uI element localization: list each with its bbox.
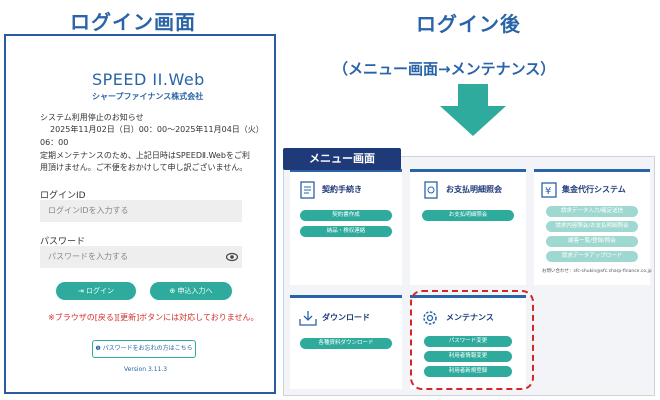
login-id-input[interactable]: ログインIDを入力する <box>40 200 242 222</box>
customer-list-button[interactable]: 顧客一覧/登録/照会 <box>546 236 638 247</box>
login-screen-heading: ログイン画面 <box>70 10 196 34</box>
apply-button-label: 申込入力へ <box>177 287 213 295</box>
collection-card-title: 集金代行システム <box>562 185 626 194</box>
notice-title: システム利用停止のお知らせ <box>40 113 144 122</box>
eye-icon[interactable] <box>226 251 238 263</box>
payment-card: お支払明細照会 お支払明細照会 <box>410 169 526 285</box>
forgot-password-button[interactable]: ❶ パスワードをお忘れの方はこちら <box>92 340 196 358</box>
version-text: Version 3.11.3 <box>124 366 168 373</box>
company-name: シャープファイナンス株式会社 <box>92 92 204 101</box>
password-change-button[interactable]: パスワード変更 <box>424 336 512 347</box>
login-button[interactable]: ⇥ ログイン <box>56 282 136 300</box>
contract-card-title: 契約手続き <box>322 185 362 194</box>
download-card-title: ダウンロード <box>322 313 370 322</box>
password-input[interactable]: パスワードを入力する <box>40 246 242 268</box>
svg-text:¥: ¥ <box>545 186 551 197</box>
maintenance-card: メンテナンス パスワード変更 利用者情報変更 利用者新規登録 <box>410 295 526 389</box>
browser-warning: ※ブラウザの[戻る][更新]ボタンには対応しておりません。 <box>48 313 259 322</box>
contract-create-button[interactable]: 契約書作成 <box>300 210 392 221</box>
speed-web-logo: SPEED II.Web <box>92 70 205 89</box>
download-card: ダウンロード 各種資料ダウンロード <box>290 295 402 389</box>
contract-document-icon <box>300 181 315 199</box>
collection-card: ¥ 集金代行システム 請求データ入力/確定送信 請求内容照会/お支払明細照会 顧… <box>534 169 652 285</box>
payment-statement-icon <box>424 181 438 199</box>
collection-yen-icon: ¥ <box>541 182 557 198</box>
forgot-password-label: パスワードをお忘れの方はこちら <box>102 345 193 352</box>
notice-body: 定期メンテナンスのため、上記日時はSPEEDⅡ.Webをご利用頂けません。ご不便… <box>40 151 250 172</box>
after-login-heading: ログイン後 <box>416 12 521 36</box>
login-button-label: ログイン <box>86 287 115 295</box>
billing-inquiry-button[interactable]: 請求内容照会/お支払明細照会 <box>546 221 638 232</box>
login-arrow-icon: ⇥ <box>77 287 87 295</box>
maintenance-card-title: メンテナンス <box>446 313 494 322</box>
payment-card-title: お支払明細照会 <box>446 185 502 194</box>
delivery-inspection-button[interactable]: 納品・検収連絡 <box>300 226 392 237</box>
apply-input-button[interactable]: ⊕ 申込入力へ <box>150 282 232 300</box>
billing-upload-button[interactable]: 請求データアップロード <box>546 251 638 262</box>
notice-date: 2025年11月02日（日）00：00～2025年11月04日（火） <box>50 125 264 134</box>
apply-arrow-icon: ⊕ <box>169 287 178 295</box>
contract-card: 契約手続き 契約書作成 納品・検収連絡 <box>290 169 402 285</box>
after-login-subheading: （メニュー画面→メンテナンス） <box>333 60 556 78</box>
billing-data-entry-button[interactable]: 請求データ入力/確定送信 <box>546 206 638 217</box>
user-info-change-button[interactable]: 利用者情報変更 <box>424 351 512 362</box>
info-icon: ❶ <box>95 345 103 352</box>
payment-statement-button[interactable]: お支払明細照会 <box>422 210 514 221</box>
notice-time: 06：00 <box>40 138 69 147</box>
maintenance-highlight-frame <box>410 290 534 390</box>
download-tray-icon <box>299 311 317 326</box>
maintenance-gear-icon <box>423 311 437 325</box>
password-label: パスワード <box>40 237 86 247</box>
login-id-label: ログインID <box>40 191 86 201</box>
down-arrow-icon <box>440 84 506 136</box>
menu-screen-badge: メニュー画面 <box>283 148 401 170</box>
user-register-button[interactable]: 利用者新規登録 <box>424 366 512 377</box>
login-panel: SPEED II.Web シャープファイナンス株式会社 システム利用停止のお知ら… <box>4 34 276 394</box>
document-download-button[interactable]: 各種資料ダウンロード <box>300 338 392 349</box>
collection-contact-note: お問い合わせ：sfc-shukin@sfc.sharp-finance.co.j… <box>542 269 652 274</box>
menu-screen: 契約手続き 契約書作成 納品・検収連絡 お支払明細照会 お支払明細照会 ¥ 集金… <box>283 156 655 396</box>
